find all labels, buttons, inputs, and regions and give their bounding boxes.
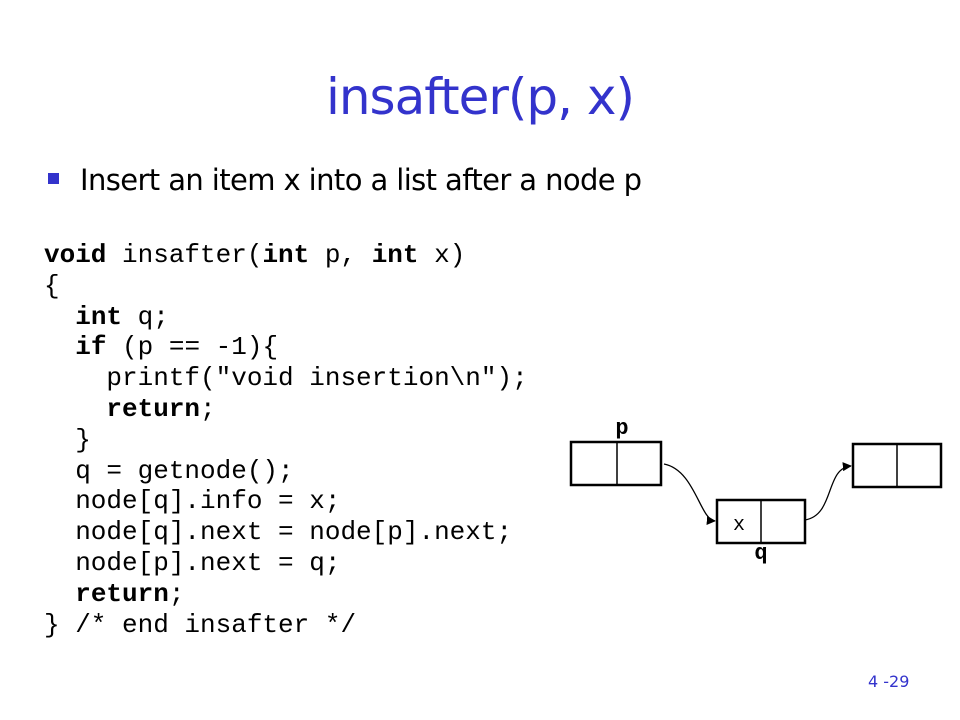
code-text [44,394,106,424]
code-line: node[q].next = node[p].next; [44,517,528,548]
code-line: void insafter(int p, int x) [44,240,528,271]
code-text: } /* end insafter */ [44,609,357,640]
code-text: x) [418,240,466,270]
code-text: } [44,424,91,455]
code-text: (p == -1){ [106,332,279,363]
code-line: q = getnode(); [44,456,528,487]
code-text: printf("void insertion\n"); [44,363,528,394]
code-keyword: int [262,240,310,270]
code-text: q; [122,301,169,332]
label-x: x [733,514,745,537]
code-text: { [44,270,60,301]
page-number: 4 -29 [868,672,910,691]
code-text: ; [200,393,216,424]
code-text: node[q].info = x; [44,486,341,517]
node-p [569,440,663,487]
code-text: insafter( [106,240,263,270]
code-text: q = getnode(); [44,455,294,486]
code-line: { [44,271,528,302]
pointer-p-to-q [663,463,716,525]
code-line: } [44,425,528,456]
code-line: } /* end insafter */ [44,610,528,641]
label-q: q [754,541,767,566]
pointer-q-to-next [804,462,852,521]
code-text: node[q].next = node[p].next; [44,517,513,548]
code-line: return; [44,579,528,610]
code-keyword: if [75,332,107,363]
code-text: ; [168,578,185,609]
bullet-text: Insert an item x into a list after a nod… [80,163,642,197]
code-line: node[p].next = q; [44,548,528,579]
code-keyword: int [371,240,419,270]
code-text: node[p].next = q; [44,547,341,578]
code-text [44,332,75,362]
slide-title: insafter(p, x) [325,68,635,126]
code-keyword: return [75,578,169,609]
code-text [44,579,75,609]
code-line: if (p == -1){ [44,332,528,363]
code-keyword: int [75,301,123,332]
bullet-square-icon [48,173,59,184]
code-line: node[q].info = x; [44,486,528,517]
node-q [715,498,807,545]
node-next [851,442,943,489]
code-text [44,302,75,332]
code-line: printf("void insertion\n"); [44,363,528,394]
code-line: return; [44,394,528,425]
code-line: int q; [44,302,528,333]
label-p: p [615,416,628,441]
code-keyword: return [106,393,201,424]
code-keyword: void [44,240,107,270]
code-text: p, [309,240,372,270]
code-block: void insafter(int p, int x){ int q; if (… [44,240,528,640]
